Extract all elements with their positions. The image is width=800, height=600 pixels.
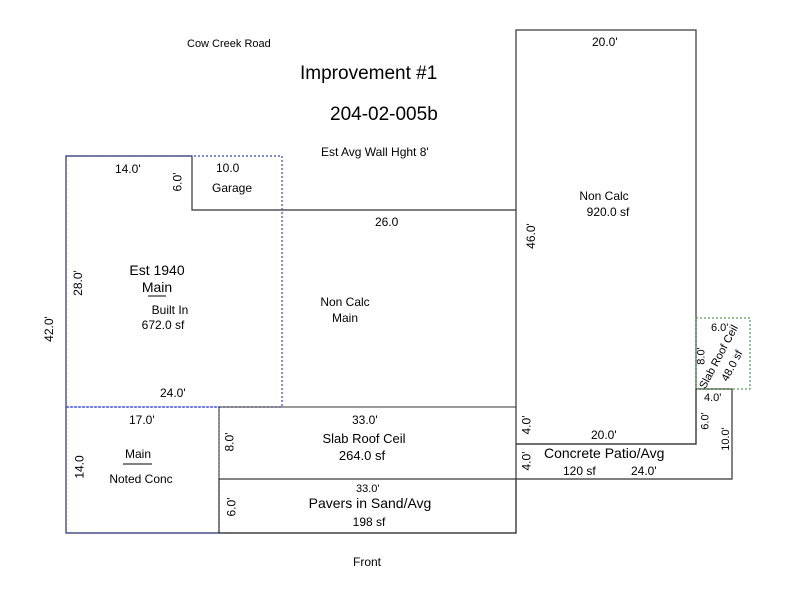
- pavers-name: Pavers in Sand/Avg: [308, 495, 432, 511]
- slab-small-dim-side: 8.0': [695, 347, 708, 365]
- noted-type: Noted Conc: [109, 472, 173, 486]
- slab-small-dim-top: 6.0': [711, 322, 729, 334]
- non-calc-name: Non Calc: [579, 189, 629, 203]
- slab-name: Slab Roof Ceil: [322, 431, 406, 446]
- slab-dim-right: 4.0': [519, 415, 534, 435]
- patio-area: 120 sf: [563, 464, 596, 478]
- garage-dim: 10.0: [216, 161, 240, 175]
- patio-dim-top: 4.0': [704, 392, 722, 404]
- pavers-outline: [218, 478, 517, 534]
- garage-name: Garage: [212, 181, 253, 195]
- main-dim-bottom: 24.0': [160, 386, 186, 400]
- pavers-area: 198 sf: [352, 515, 386, 529]
- main-dim-notch: 6.0': [170, 172, 185, 192]
- main-non-calc-line1: Non Calc: [320, 295, 370, 309]
- main-name: Main: [141, 279, 173, 295]
- main-dim-top: 14.0': [115, 162, 141, 176]
- noted-dim-top: 17.0': [129, 413, 155, 427]
- road-label: Cow Creek Road: [187, 38, 271, 50]
- slab-area: 264.0 sf: [338, 448, 386, 463]
- non-calc-tall-outline: [515, 29, 697, 445]
- slab-dim-side: 8.0': [222, 432, 237, 452]
- pavers-dim-top: 33.0': [356, 483, 380, 495]
- noted-dim-side: 14.0: [72, 455, 87, 479]
- slab-dim-top: 33.0': [352, 413, 378, 427]
- non-calc-dim-side: 46.0': [523, 223, 538, 249]
- front-label: Front: [353, 555, 382, 569]
- patio-name: Concrete Patio/Avg: [544, 445, 665, 461]
- garage-dim-wall: 26.0: [375, 215, 399, 229]
- patio-dim-left: 4.0': [519, 451, 534, 471]
- wall-height-label: Est Avg Wall Hght 8': [321, 145, 429, 159]
- main-year: Est 1940: [129, 262, 185, 278]
- pavers-dim-side: 6.0': [224, 497, 239, 517]
- main-dotted-outline: [65, 155, 283, 408]
- patio-dim-right: 10.0': [719, 427, 732, 451]
- non-calc-area: 920.0 sf: [586, 205, 630, 219]
- main-dim-overall: 42.0': [41, 316, 56, 342]
- parcel-id: 204-02-005b: [330, 104, 438, 125]
- main-non-calc-line2: Main: [331, 311, 359, 325]
- patio-outline: [516, 388, 733, 480]
- main-type: Built In: [151, 303, 189, 317]
- page-title: Improvement #1: [300, 63, 438, 84]
- slab-small-outline: [695, 317, 751, 390]
- noted-name: Main: [124, 447, 152, 461]
- patio-dim-inner: 6.0': [699, 412, 712, 430]
- non-calc-dim-top: 20.0': [592, 35, 618, 49]
- main-dim-side: 28.0': [70, 270, 85, 296]
- non-calc-dim-bottom: 20.0': [591, 428, 617, 442]
- main-area: 672.0 sf: [141, 318, 185, 332]
- patio-dim-length: 24.0': [631, 464, 657, 478]
